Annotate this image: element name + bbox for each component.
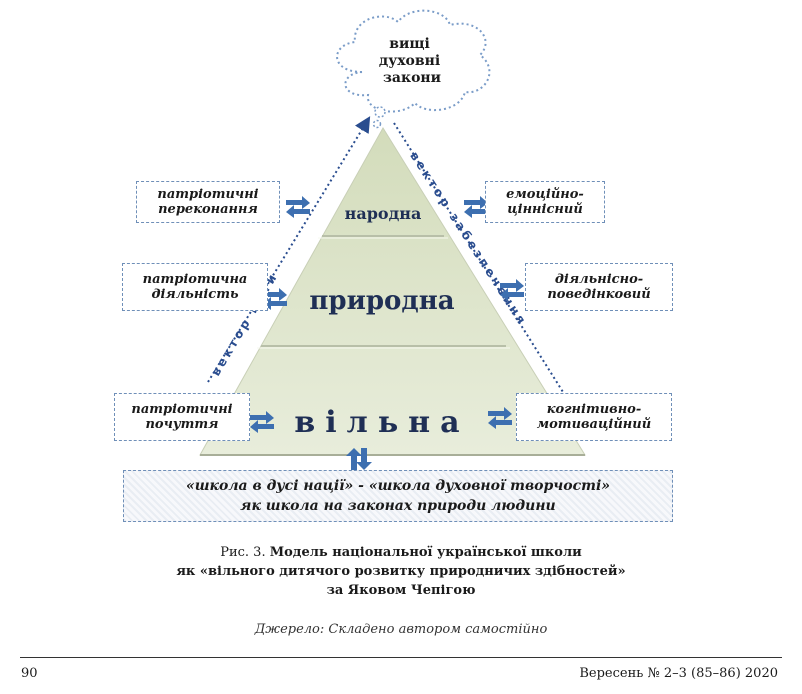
figure-source: Джерело: Складено автором самостійно bbox=[254, 622, 548, 637]
double-arrow-icon bbox=[263, 288, 287, 310]
level-label-top: народна bbox=[345, 204, 422, 223]
level-label-middle: природна bbox=[309, 286, 454, 316]
left-box-feelings-line2: почуття bbox=[145, 417, 219, 432]
right-arrows bbox=[464, 196, 524, 429]
vertical-double-arrow-icon bbox=[346, 448, 372, 470]
school-definition-line2: як школа на законах природи людини bbox=[240, 498, 556, 514]
left-box-beliefs: патріотичні переконання bbox=[136, 181, 280, 223]
school-definition-box: «школа в дусі нації» - «школа духовної т… bbox=[123, 470, 673, 522]
left-box-activity-line2: діяльність bbox=[151, 287, 239, 302]
right-box-emotional-line1: емоційно- bbox=[506, 187, 584, 202]
double-arrow-icon bbox=[464, 196, 488, 218]
left-box-feelings: патріотичні почуття bbox=[114, 393, 250, 441]
caption-title-line1: Модель національної української школи bbox=[269, 545, 582, 560]
right-box-emotional: емоційно- ціннісний bbox=[485, 181, 605, 223]
cloud-shape bbox=[336, 9, 491, 129]
cloud-line-2: духовні bbox=[379, 53, 440, 69]
right-box-behavioral: діяльнісно- поведінковий bbox=[525, 263, 673, 311]
right-box-cognitive-line2: мотиваційний bbox=[536, 417, 652, 432]
right-box-behavioral-line1: діяльнісно- bbox=[554, 272, 644, 287]
footer-divider bbox=[20, 657, 782, 658]
left-arrows bbox=[250, 196, 310, 433]
page-number: 90 bbox=[21, 666, 38, 681]
right-box-behavioral-line2: поведінковий bbox=[547, 287, 651, 302]
figure-caption: Рис. 3. Модель національної української … bbox=[0, 544, 802, 561]
cloud-line-3: закони bbox=[383, 70, 441, 86]
pyramid bbox=[199, 127, 586, 456]
right-box-cognitive-line1: когнітивно- bbox=[546, 402, 642, 417]
left-box-beliefs-line2: переконання bbox=[158, 202, 258, 217]
level-label-bottom: вільна bbox=[294, 405, 469, 440]
double-arrow-icon bbox=[488, 407, 512, 429]
journal-issue: Вересень № 2–3 (85–86) 2020 bbox=[579, 666, 778, 681]
left-box-feelings-line1: патріотичні bbox=[131, 402, 233, 417]
right-box-cognitive: когнітивно- мотиваційний bbox=[516, 393, 672, 441]
right-box-emotional-line2: ціннісний bbox=[507, 202, 583, 217]
left-box-activity: патріотична діяльність bbox=[122, 263, 268, 311]
caption-title-line3: за Яковом Чепігою bbox=[326, 583, 476, 598]
caption-prefix: Рис. 3. bbox=[220, 545, 266, 560]
left-box-beliefs-line1: патріотичні bbox=[157, 187, 259, 202]
figure-caption-line2: як «вільного дитячого розвитку природнич… bbox=[0, 563, 802, 580]
caption-title-line2: як «вільного дитячого розвитку природнич… bbox=[176, 564, 626, 579]
left-box-activity-line1: патріотична bbox=[142, 272, 248, 287]
left-vector-line bbox=[207, 116, 371, 383]
double-arrow-icon bbox=[286, 196, 310, 218]
figure-caption-line3: за Яковом Чепігою bbox=[0, 582, 802, 599]
school-definition-line1: «школа в дусі нації» - «школа духовної т… bbox=[185, 478, 611, 494]
cloud-line-1: вищі bbox=[389, 36, 430, 52]
double-arrow-icon bbox=[250, 411, 274, 433]
cloud-text: вищі духовні закони bbox=[379, 36, 445, 86]
double-arrow-icon bbox=[500, 279, 524, 301]
